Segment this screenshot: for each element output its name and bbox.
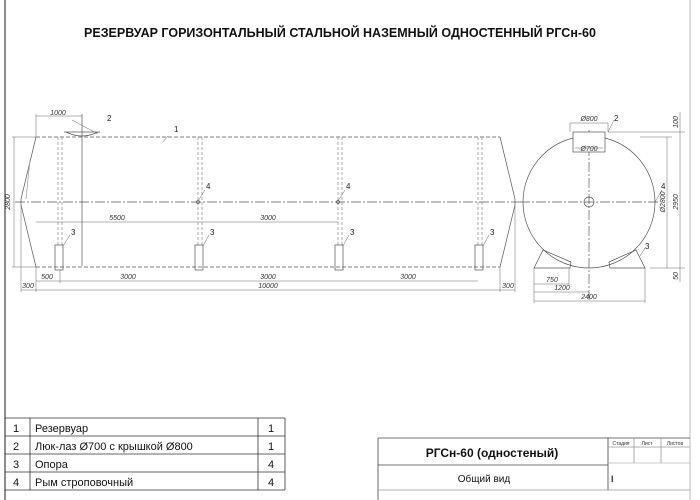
dim-flange: Ø800 — [579, 116, 597, 123]
callout-support-1: 3 — [71, 228, 76, 237]
end-callout-manhole: 2 — [614, 114, 619, 123]
dim-support-spacing-1: 3000 — [120, 274, 136, 281]
stage-label: Стадия — [612, 441, 629, 447]
dim-manhole-offset: 1000 — [50, 110, 66, 117]
end-support-left — [533, 249, 572, 269]
sheet-label: Лист — [642, 441, 654, 447]
end-manhole — [572, 131, 606, 153]
title-block: РГСн-60 (одностеный) Общий вид Стадия Ли… — [377, 437, 690, 500]
row-4-pos: 4 — [13, 477, 19, 489]
side-view — [12, 114, 520, 292]
dim-support-offset: 500 — [41, 274, 53, 281]
dim-end-left: 300 — [22, 283, 34, 290]
callout-manhole: 2 — [107, 114, 112, 123]
dim-eye-spacing: 3000 — [260, 215, 276, 222]
end-dimension-lines — [533, 112, 685, 303]
callout-support-3: 3 — [350, 228, 355, 237]
dim-diameter: Ø2800 — [660, 191, 667, 213]
dim-height: 2800 — [5, 194, 12, 211]
dim-length: 10000 — [258, 283, 278, 290]
support-2 — [194, 244, 204, 271]
end-callout-support: 3 — [645, 242, 650, 251]
drawing-title: РЕЗЕРВУАР ГОРИЗОНТАЛЬНЫЙ СТАЛЬНОЙ НАЗЕМН… — [84, 25, 596, 40]
row-2-name: Люк-лаз Ø700 с крышкой Ø800 — [35, 441, 193, 453]
end-callout-eye: 4 — [661, 182, 666, 191]
row-3-name: Опора — [35, 459, 69, 471]
end-view — [520, 112, 685, 303]
callout-eye-2: 4 — [346, 182, 351, 191]
view-name: Общий вид — [458, 473, 511, 485]
dim-support-half: 1200 — [554, 285, 570, 292]
dim-top: 100 — [673, 116, 680, 128]
row-2-qty: 1 — [268, 441, 274, 453]
row-3-pos: 3 — [13, 459, 19, 471]
spec-table: 1 Резервуар 1 2 Люк-лаз Ø700 с крышкой Ø… — [5, 417, 286, 491]
dim-base: 2400 — [580, 294, 597, 301]
row-3-qty: 4 — [268, 459, 274, 471]
dim-total-height: 2950 — [673, 194, 680, 211]
row-4-qty: 4 — [268, 477, 274, 489]
end-view-labels: Ø800 Ø700 100 Ø2800 2950 50 750 1200 240… — [546, 114, 680, 301]
dim-bottom: 50 — [673, 272, 680, 280]
stiffener-lines — [57, 137, 483, 247]
dim-end-right: 300 — [502, 283, 514, 290]
side-dimension-lines — [12, 114, 516, 292]
row-1-name: Резервуар — [35, 423, 88, 435]
end-support-right — [608, 249, 646, 269]
left-head-inner — [25, 159, 31, 200]
dim-to-eye: 5500 — [109, 215, 125, 222]
callout-eye-1: 4 — [206, 182, 211, 191]
dim-support-width: 750 — [546, 277, 558, 284]
stage-value: I — [611, 474, 614, 484]
dim-support-spacing-2: 3000 — [260, 274, 276, 281]
sheets-label: Листов — [667, 441, 684, 447]
support-1 — [54, 244, 64, 271]
drawing-name: РГСн-60 (одностеный) — [426, 446, 559, 460]
support-4 — [474, 244, 484, 271]
support-3 — [334, 244, 344, 271]
callout-support-4: 3 — [490, 228, 495, 237]
row-1-pos: 1 — [13, 423, 19, 435]
row-1-qty: 1 — [268, 423, 274, 435]
lifting-eye-1 — [196, 200, 200, 204]
row-2-pos: 2 — [13, 441, 19, 453]
side-view-labels: 1000 2800 5500 3000 500 3000 3000 3000 3… — [5, 110, 514, 290]
callout-support-2: 3 — [210, 228, 215, 237]
row-4-name: Рым строповочный — [35, 477, 133, 489]
dim-hatch: Ø700 — [579, 146, 597, 153]
lifting-eye-2 — [336, 200, 340, 204]
dim-support-spacing-3: 3000 — [400, 274, 416, 281]
callout-tank: 1 — [174, 125, 179, 134]
